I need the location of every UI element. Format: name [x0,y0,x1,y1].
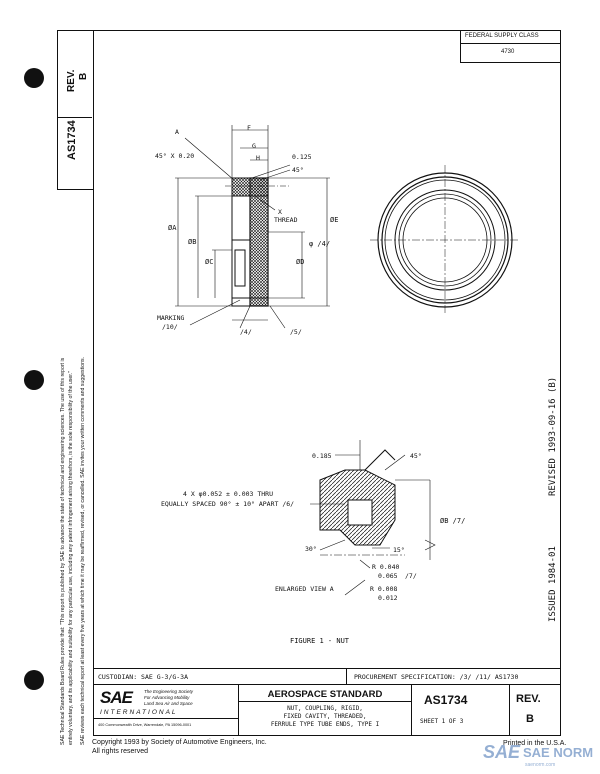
label-45-b: 45° [410,452,422,460]
label-phi-e: ØE [330,216,339,224]
sae-tagline-1: The Engineering Society [144,689,194,694]
nut-section-view [231,177,269,307]
rev-value: B [526,713,534,725]
label-phi-b: ØB [188,238,197,246]
label-0125: 0.125 [292,153,312,161]
sheet-number: SHEET 1 OF 3 [420,718,464,725]
sae-address: 400 Commonwealth Drive, Warrendale, PA 1… [98,723,192,727]
label-phi-d: ØD [296,258,305,266]
doc-number: AS1734 [424,693,468,707]
desc-line-2: FIXED CAVITY, THREADED, [283,713,367,720]
label-r0008: R 0.008 [370,585,398,593]
label-ref-4: /4/ [240,328,252,336]
custodian-row: CUSTODIAN: SAE G-3/G-3A PROCUREMENT SPEC… [93,668,561,685]
sae-logo-block: SAE The Engineering Society For Advancin… [93,684,239,736]
sae-tagline-3: Land Sea Air and Space [144,701,193,706]
label-thread: THREAD [274,216,298,224]
copyright-line-2: All rights reserved [92,748,149,755]
label-ref-10: /10/ [162,323,178,331]
procurement-spec: PROCUREMENT SPECIFICATION: /3/ /11/ AS17… [354,673,519,681]
label-0012: 0.012 [378,594,398,602]
label-enlarged-view: ENLARGED VIEW A [275,585,334,593]
label-x: X [278,208,282,216]
label-45-top: 45° [292,166,304,174]
side-header-box [57,30,93,190]
label-phi-b7: ØB /7/ [440,517,466,525]
copyright-line-1: Copyright 1993 by Society of Automotive … [92,739,267,746]
label-holes-2: EQUALLY SPACED 90° ± 10° APART /6/ [161,500,295,508]
custodian: CUSTODIAN: SAE G-3/G-3A [98,673,189,681]
label-h: H [256,154,260,162]
nut-end-view [370,165,520,315]
label-ref-5: /5/ [290,328,302,336]
label-g: G [252,142,256,150]
rev-label: REV. [516,693,541,705]
label-phi-4: φ /4/ [309,240,331,248]
punch-hole-top [24,68,44,88]
label-f: F [247,124,251,132]
sae-logo: SAE [100,688,133,707]
doc-number-block: AS1734 SHEET 1 OF 3 [411,684,510,736]
standard-block: AEROSPACE STANDARD NUT, COUPLING, RIGID,… [238,684,412,736]
label-0065: 0.065 [378,572,398,580]
label-marking: MARKING [157,314,185,322]
watermark-sub: saenorm.com [525,762,556,768]
watermark: SAE SAE NORM saenorm.com [483,742,598,772]
figure-caption: FIGURE 1 - NUT [290,637,350,645]
enlarged-view-a-drawing [310,440,436,596]
label-30: 30° [305,545,317,553]
label-r0040: R 0.040 [372,563,400,571]
desc-line-3: FERRULE TYPE TUBE ENDS, TYPE I [270,721,380,728]
label-phi-a: ØA [168,224,177,232]
desc-line-1: NUT, COUPLING, RIGID, [287,705,363,712]
sae-tagline-2: For Advancing Mobility [144,695,190,700]
punch-hole-bottom [24,670,44,690]
label-ref-7: /7/ [405,572,417,580]
label-a: A [175,128,179,136]
standard-title: AEROSPACE STANDARD [267,689,383,700]
label-15: 15° [393,546,405,554]
federal-supply-value: 4730 [501,49,515,55]
federal-supply-box: FEDERAL SUPPLY CLASS 4730 [460,30,561,63]
watermark-logo: SAE [483,742,521,762]
printed-in: Printed in the U.S.A. [503,740,567,747]
watermark-text: SAE NORM [523,745,594,760]
sae-international: INTERNATIONAL [100,709,178,716]
label-chamfer: 45° X 0.20 [155,152,195,160]
federal-supply-label: FEDERAL SUPPLY CLASS [465,33,539,39]
label-phi-c: ØC [205,258,214,266]
label-holes-1: 4 X φ0.052 ± 0.003 THRU [183,490,274,498]
rev-block: REV. B [509,684,561,736]
punch-hole-middle [24,370,44,390]
label-0185: 0.185 [312,452,332,460]
